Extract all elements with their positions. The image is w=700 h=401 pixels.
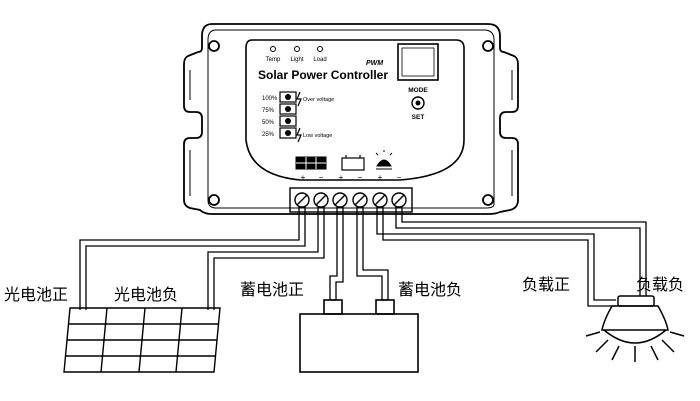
terminal-block <box>289 187 413 213</box>
polarity-load-plus: + <box>378 173 383 182</box>
over-voltage-label: Over voltage <box>303 97 334 103</box>
level-50: 50% <box>262 120 275 126</box>
polarity-bat-minus: − <box>358 173 363 182</box>
level-100: 100% <box>262 96 278 102</box>
terminal-screw <box>313 192 329 208</box>
label-pv-positive: 光电池正 <box>4 285 68 304</box>
solar-panel-icon <box>63 307 221 373</box>
led-label-light: Light <box>290 57 303 63</box>
panel-lamp-icon <box>375 150 393 170</box>
battery-icon <box>299 299 419 373</box>
controller-title: Solar Power Controller <box>258 68 388 82</box>
pwm-label: PWM <box>366 60 383 67</box>
controller-housing <box>183 23 519 215</box>
terminal-screws <box>294 192 407 208</box>
polarity-bat-plus: + <box>339 173 344 182</box>
terminal-screw <box>391 192 407 208</box>
level-75: 75% <box>262 108 275 114</box>
mode-label: MODE <box>408 87 428 94</box>
led-label-temp: Temp <box>266 57 281 63</box>
label-load-positive: 负载正 <box>522 275 570 294</box>
label-load-negative: 负载负 <box>636 275 684 294</box>
terminal-screw <box>372 192 388 208</box>
polarity-marks: + − + − + − <box>301 173 402 182</box>
panel-battery-icon <box>341 155 365 171</box>
terminal-screw <box>294 192 310 208</box>
level-25: 25% <box>262 132 275 138</box>
led-load <box>317 46 323 52</box>
polarity-load-minus: − <box>397 173 402 182</box>
terminal-screw <box>352 192 368 208</box>
set-label: SET <box>412 114 425 121</box>
terminal-screw <box>332 192 348 208</box>
battery-level-meter: 100% 75% 50% 25% Over voltage Low voltag… <box>262 91 334 143</box>
led-label-load: Load <box>313 57 326 63</box>
status-leds: Temp Light Load <box>266 46 327 63</box>
polarity-pv-minus: − <box>319 173 324 182</box>
wires <box>79 207 647 310</box>
front-panel <box>245 39 465 181</box>
mode-display <box>397 43 439 81</box>
low-voltage-label: Low voltage <box>303 133 332 139</box>
set-button[interactable] <box>411 96 425 110</box>
label-pv-negative: 光电池负 <box>114 285 178 304</box>
panel-solar-icon <box>295 156 327 170</box>
led-light <box>294 46 300 52</box>
lamp-icon <box>585 295 685 362</box>
polarity-pv-plus: + <box>301 173 306 182</box>
led-temp <box>270 46 276 52</box>
label-battery-negative: 蓄电池负 <box>398 280 462 299</box>
label-battery-positive: 蓄电池正 <box>240 280 304 299</box>
